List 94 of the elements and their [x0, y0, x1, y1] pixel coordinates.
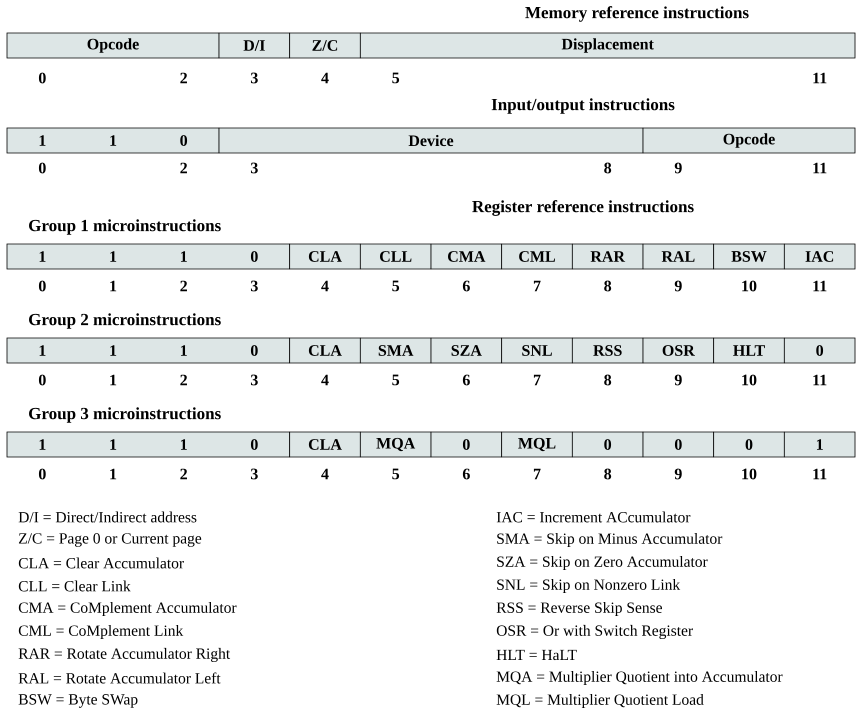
abbreviation-note: OSR = Or with Switch Register [496, 624, 693, 640]
field-cell: MQA [360, 432, 432, 458]
field-cell: IAC [784, 244, 856, 270]
bit-number: 5 [392, 72, 400, 84]
abbreviation-note: CLA = Clear Accumulator [18, 558, 184, 568]
bit-number: 8 [604, 468, 612, 480]
abbreviation-note: MQL = Multiplier Quotient Load [496, 694, 704, 708]
bit-number: 5 [392, 280, 400, 292]
field-cell: 1 1 0 [6, 128, 220, 154]
bit-number: 5 [392, 374, 400, 386]
abbreviation-note: RSS = Reverse Skip Sense [496, 602, 662, 616]
field-cell: Opcode [642, 128, 856, 154]
bit-number: 9 [674, 374, 682, 386]
field-cell: MQL [501, 432, 573, 458]
field-cell: 0 [572, 432, 644, 458]
field-cell: Device [218, 128, 644, 154]
field-cell: CMA [430, 244, 502, 270]
bit-number: 9 [674, 280, 682, 292]
bit-number: 6 [462, 374, 470, 386]
bit-number: 3 [250, 72, 258, 84]
field-cell: 0 [430, 432, 502, 458]
bit-number: 6 [462, 280, 470, 292]
bit-number: 11 [813, 72, 826, 84]
abbreviation-note: CML = CoMplement Link [18, 624, 184, 639]
field-cell: SNL [501, 338, 573, 364]
bit-number: 3 [250, 374, 258, 386]
abbreviation-note: CMA = CoMplement Accumulator [18, 602, 236, 616]
field-cell: OSR [642, 338, 714, 364]
field-cell: SMA [360, 338, 432, 364]
bit-number: 5 [392, 468, 400, 480]
bit-number: 4 [321, 468, 329, 480]
bit-number: 8 [604, 280, 612, 292]
bit-number: 10 [742, 280, 756, 292]
bit-number: 3 [250, 468, 258, 480]
abbreviation-note: BSW = Byte SWap [18, 694, 138, 708]
bit-number: 2 [180, 72, 187, 84]
abbreviation-note: MQA = Multiplier Quotient into Accumulator [496, 670, 782, 685]
section-heading: Input/output instructions [492, 98, 674, 114]
bit-number: 0 [38, 72, 46, 84]
bit-number: 9 [674, 468, 682, 480]
bit-number: 0 [38, 280, 46, 292]
field-cell: CML [501, 244, 573, 270]
abbreviation-note: SZA = Skip on Zero Accumulator [497, 556, 708, 570]
bit-number: 0 [38, 374, 46, 386]
field-cell: 0 [784, 338, 856, 364]
bit-number: 2 [180, 162, 187, 174]
abbreviation-note: D/I = Direct/Indirect address [18, 512, 196, 522]
bit-number: 8 [604, 162, 612, 174]
section-heading: Register reference instructions [472, 200, 694, 216]
bit-number: 3 [250, 280, 258, 292]
bit-number: 1 [110, 280, 116, 292]
field-cell: SZA [430, 338, 502, 364]
abbreviation-note: RAR = Rotate Accumulator Right [18, 648, 230, 662]
bit-number: 1 [110, 374, 116, 386]
field-cell: BSW [713, 244, 785, 270]
field-cell: CLL [360, 244, 432, 270]
bit-number: 11 [813, 374, 826, 386]
field-cell: RAL [642, 244, 714, 270]
bit-number: 4 [321, 280, 329, 292]
abbreviation-note: Z/C = Page 0 or Current page [18, 533, 202, 547]
bit-number: 2 [180, 374, 187, 386]
bit-number: 4 [321, 374, 329, 386]
abbreviation-note: IAC = Increment ACcumulator [496, 512, 690, 522]
field-cell: RAR [572, 244, 644, 270]
field-cell: CLA [289, 338, 361, 364]
abbreviation-note: RAL = Rotate Accumulator Left [18, 672, 221, 684]
bit-number: 10 [742, 468, 756, 480]
bit-number: 7 [534, 374, 541, 386]
field-cell: Z/C [289, 32, 361, 58]
bit-number: 7 [534, 280, 541, 292]
field-cell: 1 [784, 432, 856, 458]
field-cell: 0 [713, 432, 785, 458]
bit-number: 11 [813, 280, 826, 292]
bit-number: 10 [742, 374, 756, 386]
bit-number: 8 [604, 374, 612, 386]
bit-number: 11 [813, 468, 826, 480]
abbreviation-note: SMA = Skip on Minus Accumulator [497, 532, 722, 547]
group-heading: Group 2 microinstructions [29, 313, 221, 329]
field-cell: CLA [289, 244, 361, 270]
abbreviation-note: HLT = HaLT [496, 650, 577, 660]
bit-number: 4 [321, 72, 329, 84]
bit-number: 2 [180, 280, 187, 292]
bit-number: 6 [462, 468, 470, 480]
field-cell: HLT [713, 338, 785, 364]
abbreviation-note: CLL = Clear Link [18, 580, 131, 592]
field-cell: 0 [642, 432, 714, 458]
field-cell: CLA [289, 432, 361, 458]
group-heading: Group 3 microinstructions [29, 407, 221, 423]
abbreviation-note: SNL = Skip on Nonzero Link [497, 578, 680, 593]
field-cell: D/I [218, 32, 290, 58]
bit-number: 7 [534, 468, 541, 480]
bit-number: 3 [250, 162, 258, 174]
field-cell: RSS [572, 338, 644, 364]
bit-number: 9 [674, 162, 682, 174]
